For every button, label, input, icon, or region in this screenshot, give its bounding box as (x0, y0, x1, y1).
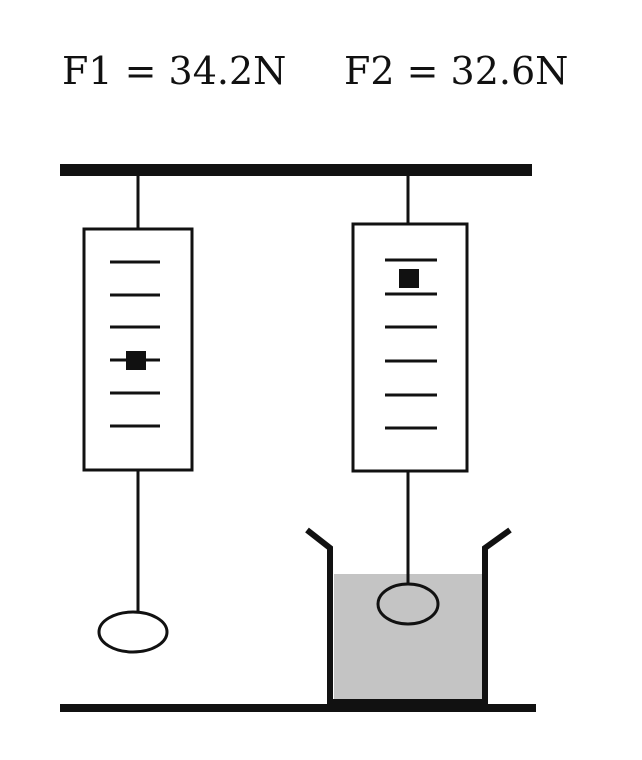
spring-scale-left (82, 176, 194, 654)
left-scale-body (82, 227, 194, 472)
left-weight-object (97, 610, 169, 654)
right-scale-pointer (399, 269, 419, 288)
spring-scale-right (305, 176, 512, 705)
force-label-f1: F1 = 34.2N (62, 49, 286, 93)
right-weight-object (376, 582, 440, 626)
floor-line (60, 704, 536, 712)
force-label-f2: F2 = 32.6N (344, 49, 568, 93)
top-support-bar (60, 164, 532, 176)
water-container (305, 527, 512, 705)
right-scale-body (351, 222, 469, 473)
left-scale-pointer (126, 351, 146, 370)
right-scale-ticks (385, 258, 437, 430)
